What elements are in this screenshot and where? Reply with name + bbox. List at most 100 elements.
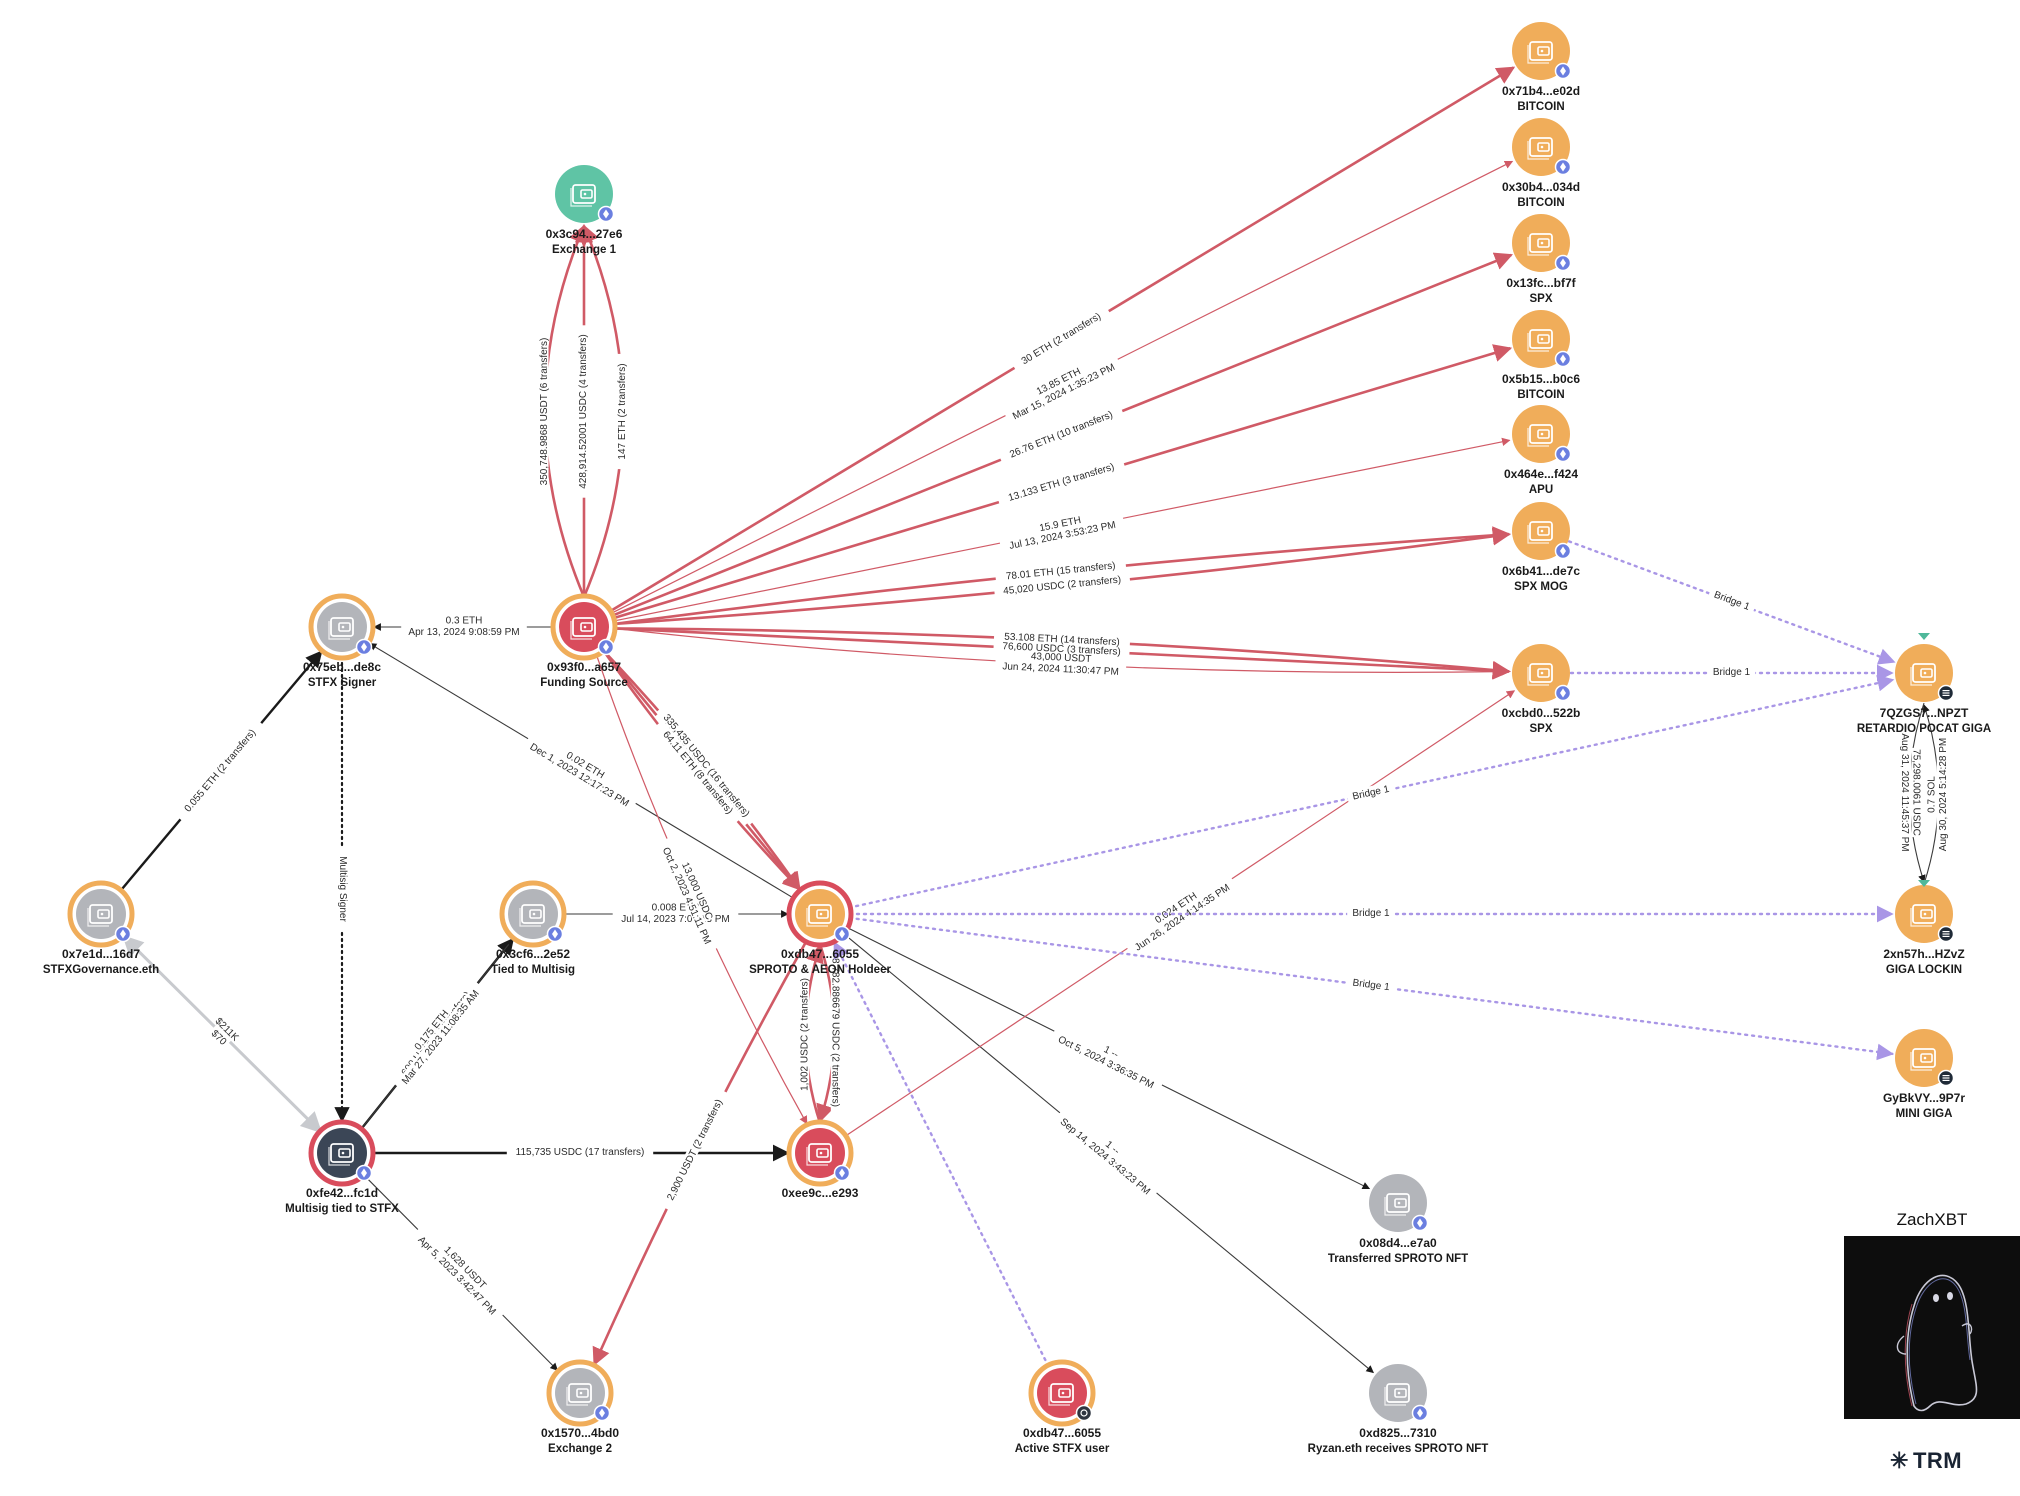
edge-label-text: 13.133 ETH (3 transfers) [1007,462,1116,504]
edge-label: Multisig Signer [337,847,350,931]
edge-e5[interactable]: 0.055 ETH (2 transfers) [119,650,323,892]
ethereum-badge-icon [355,1164,373,1182]
edge-label-text: Bridge 1 [1352,908,1390,919]
edge-label-text: Mar 27, 2023 11:08:35 AM [400,988,482,1086]
edge-label-bg [506,1145,654,1157]
node-label: Funding Source [540,677,628,689]
edge-e18[interactable]: 1,002 USDC (2 transfers) [798,944,824,1124]
edge-e2[interactable]: 428,914.52001 USDC (4 transfers) [574,224,594,597]
edge-label-text: Bridge 1 [1713,667,1751,678]
node-n_ee9c[interactable]: 0xee9c...e293 [782,1119,859,1200]
edge-e38[interactable]: Bridge 1 [848,905,1894,923]
ethereum-badge-icon [593,1404,611,1422]
edge-label-bg [615,353,627,470]
edge-label-text: 350,748.9868 USDT (6 transfers) [539,338,550,486]
edge-label-text: 0.008 ETH [652,902,700,913]
edge-e6[interactable]: Multisig Signer [334,655,350,1123]
edge-e35[interactable]: Bridge 1 [1567,540,1896,665]
edge-label-bg [680,859,717,922]
edge-label-bg [411,1228,504,1322]
edge-e39[interactable]: Bridge 1 [848,916,1894,1061]
edge-label-bg [659,1088,729,1211]
trm-logo-text: TRM [1912,1448,1963,1473]
edge-e29[interactable]: 45,020 USDC (2 transfers) [613,527,1511,626]
edge-e7[interactable]: $211K$70 [122,935,323,1134]
ethereum-badge-icon [1554,158,1572,176]
edge-e10[interactable]: 115,735 USDC (17 transfers) [371,1144,790,1162]
node-label: SPROTO & AEON Holdeer [749,964,891,976]
edge-label-bg [562,747,610,782]
edge-label-text: Multisig Signer [337,856,348,922]
edge-e23[interactable]: 1 --Sep 14, 2024 3:43:23 PM [842,932,1374,1374]
edge-label-bg [1097,1040,1127,1063]
node-label: Exchange 2 [548,1443,612,1455]
node-label: STFX Signer [308,677,377,689]
edge-label-bg [394,982,485,1092]
edge-label: 147 ETH (2 transfers) [615,353,628,470]
edge-e21[interactable] [833,941,1050,1368]
edge-label-bg [401,625,527,637]
edge-label-text: 75,298.0061 USDC [1910,749,1921,836]
edge-line[interactable] [833,941,1050,1368]
node-label: APU [1529,484,1553,496]
edge-label-text: Jul 14, 2023 7:07:13 PM [621,914,729,925]
edge-label-bg [1346,781,1396,803]
edge-label-text: 8,782.886679 USDC (2 transfers) [829,958,840,1107]
edge-label-text: Bridge 1 [1712,590,1751,613]
node-label: SPX [1529,723,1552,735]
edge-line[interactable] [1567,540,1896,665]
node-address: 0xdb47...6055 [781,947,859,961]
edge-e36[interactable]: Bridge 1 [1569,664,1894,682]
edge-label-bg [995,659,1127,677]
node-address: 7QZGS7...NPZT [1880,706,1969,720]
edge-e1[interactable]: 350,748.9868 USDT (6 transfers) [537,224,587,598]
chain-badge-icon [1075,1404,1093,1422]
solana-badge-icon [1937,1069,1955,1087]
edge-label: 13.133 ETH (3 transfers) [996,457,1126,506]
ethereum-badge-icon [833,925,851,943]
node-label: Multisig tied to STFX [285,1203,399,1215]
edge-e26[interactable]: 26.76 ETH (10 transfers) [611,252,1513,618]
edge-e33[interactable]: 53.108 ETH (14 transfers) [613,627,1511,680]
edge-label-bg [657,838,718,953]
edge-label-bg [994,557,1127,582]
edge-e19[interactable]: 8,782.886679 USDC (2 transfers) [816,943,842,1123]
edge-e37[interactable]: Bridge 1 [848,674,1895,909]
edge-e3[interactable]: 147 ETH (2 transfers) [581,224,628,598]
edge-label: Bridge 1 [1346,975,1396,993]
ethereum-badge-icon [1411,1404,1429,1422]
edge-label-text: Apr 5, 2023 3:42:47 PM [415,1235,497,1318]
